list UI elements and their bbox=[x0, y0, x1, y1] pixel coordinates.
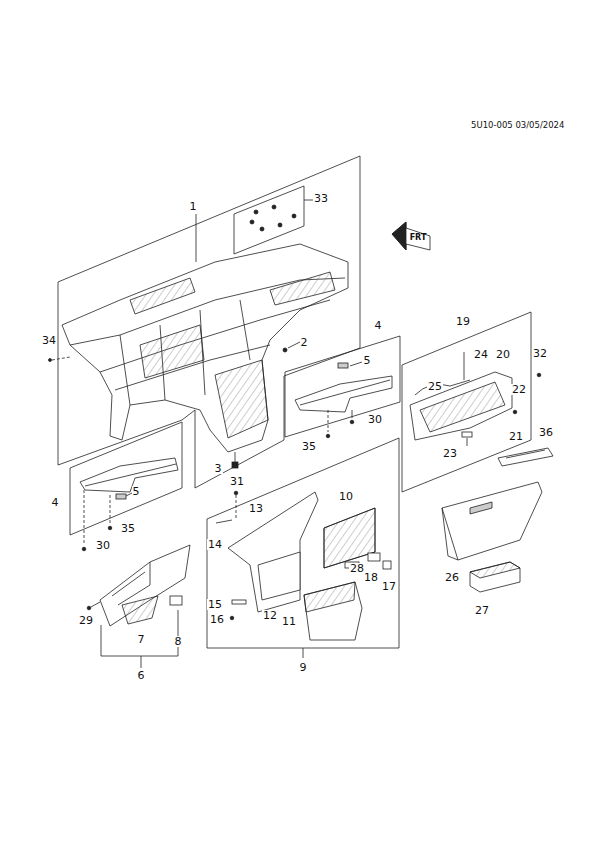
group-frame bbox=[58, 156, 531, 668]
callout-number: 16 bbox=[209, 614, 225, 625]
callout-number: 34 bbox=[41, 335, 57, 346]
bracket bbox=[295, 362, 392, 438]
callout-number: 26 bbox=[444, 572, 460, 583]
callout-number: 18 bbox=[363, 572, 379, 583]
front-marker: FRT bbox=[409, 234, 428, 242]
airbag-module bbox=[410, 352, 541, 446]
callout-number: 30 bbox=[367, 414, 383, 425]
glove-box bbox=[442, 482, 542, 560]
storage-tray bbox=[470, 562, 520, 592]
callout-number: 33 bbox=[313, 193, 329, 204]
callout-number: 7 bbox=[137, 634, 146, 645]
callout-number: 17 bbox=[381, 581, 397, 592]
callout-number: 1 bbox=[189, 201, 198, 212]
callout-number: 22 bbox=[511, 384, 527, 395]
callout-number: 4 bbox=[51, 497, 60, 508]
callout-number: 25 bbox=[427, 381, 443, 392]
callout-number: 29 bbox=[78, 615, 94, 626]
callout-number: 31 bbox=[229, 476, 245, 487]
callout-number: 27 bbox=[474, 605, 490, 616]
drawing-code: 5U10-005 03/05/2024 bbox=[470, 121, 565, 130]
callout-number: 8 bbox=[174, 636, 183, 647]
callout-number: 13 bbox=[248, 503, 264, 514]
side-panel bbox=[87, 545, 190, 626]
callout-number: 12 bbox=[262, 610, 278, 621]
instrument-panel bbox=[62, 244, 348, 452]
callout-number: 36 bbox=[538, 427, 554, 438]
callout-number: 5 bbox=[132, 486, 141, 497]
callout-number: 6 bbox=[137, 670, 146, 681]
callout-number: 4 bbox=[374, 320, 383, 331]
bracket bbox=[80, 458, 178, 551]
callout-number: 15 bbox=[207, 599, 223, 610]
callout-number: 32 bbox=[532, 348, 548, 359]
callout-number: 9 bbox=[299, 662, 308, 673]
callout-number: 23 bbox=[442, 448, 458, 459]
callout-number: 3 bbox=[214, 463, 223, 474]
callout-number: 11 bbox=[281, 616, 297, 627]
callout-number: 19 bbox=[455, 316, 471, 327]
callout-number: 5 bbox=[363, 355, 372, 366]
callout-number: 14 bbox=[207, 539, 223, 550]
bracket bbox=[498, 448, 553, 466]
callout-number: 21 bbox=[508, 431, 524, 442]
callout-number: 2 bbox=[300, 337, 309, 348]
callout-number: 24 bbox=[473, 349, 489, 360]
callout-number: 35 bbox=[120, 523, 136, 534]
callout-number: 10 bbox=[338, 491, 354, 502]
callout-number: 35 bbox=[301, 441, 317, 452]
front-arrow bbox=[392, 222, 430, 250]
screw-set bbox=[250, 205, 296, 231]
callout-number: 30 bbox=[95, 540, 111, 551]
center-panel bbox=[216, 491, 391, 640]
callout-number: 20 bbox=[495, 349, 511, 360]
